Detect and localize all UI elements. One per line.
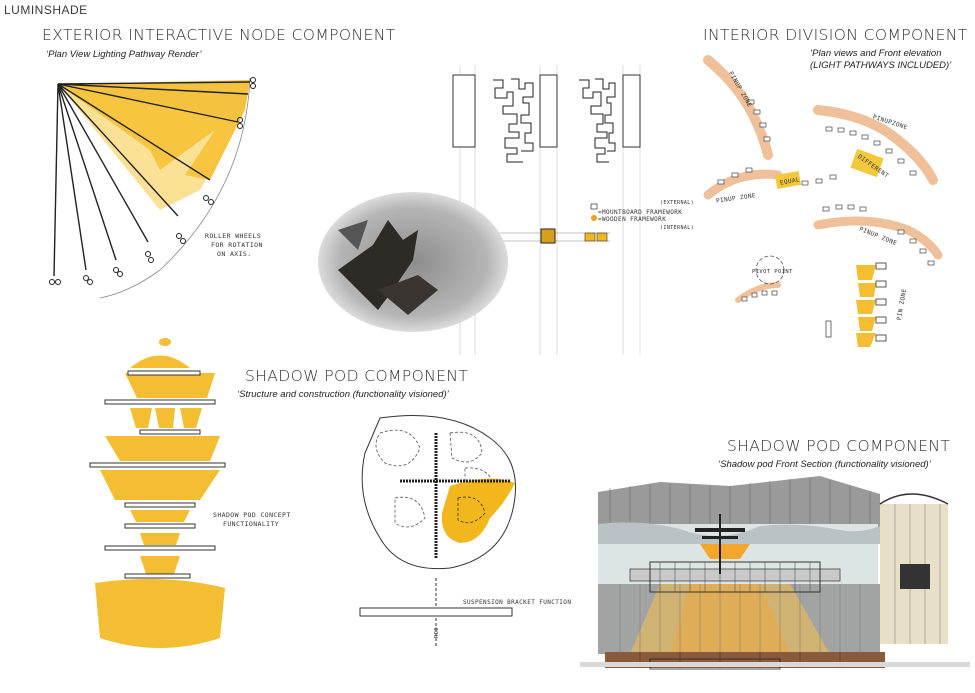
shadow-pod-plan-sketch [359, 415, 516, 648]
interior-division-sketch [703, 55, 943, 347]
exterior-node-title: EXTERIOR INTERACTIVE NODE COMPONENT [42, 26, 396, 44]
rod-label: ROD [434, 626, 441, 639]
shadow-pod-structure-title: SHADOW POD COMPONENT [245, 367, 469, 385]
concept-note: SHADOW POD CONCEPT FUNCTIONALITY [213, 511, 291, 528]
suspension-bracket-note: SUSPENSION BRACKET FUNCTION [463, 599, 572, 606]
shadow-pod-section-render [580, 474, 970, 670]
shadow-pod-structure-subtitle: ‘Structure and construction (functionali… [237, 389, 449, 400]
wooden-legend: =WOODEN FRAMEWORK (INTERNAL) [598, 216, 695, 231]
exterior-node-subtitle: ‘Plan View Lighting Pathway Render’ [46, 49, 202, 60]
interior-division-subtitle: ‘Plan views and Front elevation (LIGHT P… [810, 48, 952, 71]
mountboard-legend: (EXTERNAL) =MOUNTBOARD FRAMEWORK [598, 200, 695, 216]
shadow-pod-elevation-sketch [89, 338, 226, 648]
interior-division-title: INTERIOR DIVISION COMPONENT [703, 26, 968, 44]
shadow-pod-section-title: SHADOW POD COMPONENT [727, 437, 951, 455]
zone-label-8: PIVOT POINT [752, 269, 793, 275]
shadow-photo [318, 192, 508, 332]
exterior-node-fan-sketch [49, 77, 256, 299]
shadow-pod-section-subtitle: ‘Shadow pod Front Section (functionality… [718, 459, 931, 470]
roller-wheels-note: ROLLER WHEELS FOR ROTATION ON AXIS. [205, 232, 263, 258]
brand-label: LUMINSHADE [4, 3, 88, 17]
